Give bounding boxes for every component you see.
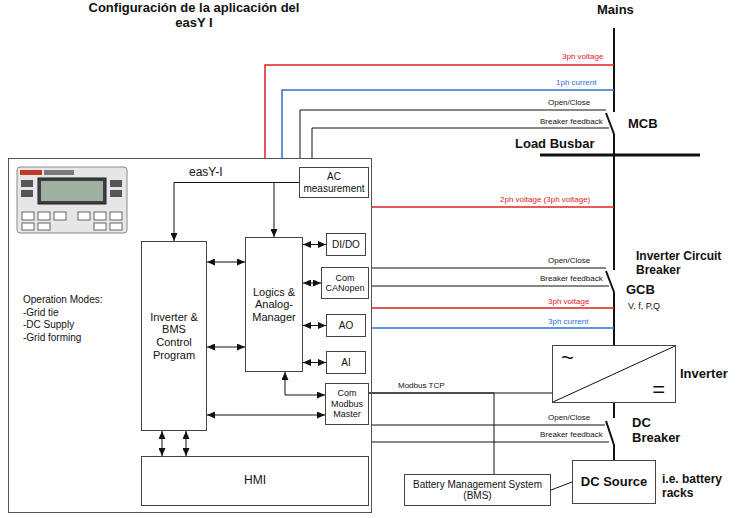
- bms-box: Battery Management System (BMS): [404, 474, 551, 506]
- inverter-diagonal: [553, 346, 675, 402]
- signal-label: Breaker feedback: [540, 430, 603, 439]
- feedback-wire: [372, 286, 609, 287]
- connector: [303, 244, 326, 245]
- signal-label: i.e. battery racks: [662, 473, 740, 501]
- connector: [303, 283, 321, 284]
- inverter-box: ~=Inverter: [552, 345, 676, 403]
- connector: [551, 482, 572, 490]
- signal-label: 3ph voltage: [562, 52, 603, 61]
- connector: [174, 183, 299, 242]
- device-illustration: [17, 167, 127, 233]
- voltage-wire: [372, 307, 614, 309]
- signal-label: MCB: [628, 117, 658, 132]
- signal-label: Mains: [597, 3, 634, 18]
- module-box: AI: [326, 351, 366, 374]
- box-text: AI: [341, 357, 350, 369]
- ac-symbol: ~: [561, 346, 574, 370]
- mode-text: -Grid tie: [23, 307, 103, 320]
- box-text: Com CANopen: [324, 273, 366, 294]
- inverter-name: Inverter: [680, 367, 728, 381]
- connector: [162, 431, 163, 456]
- signal-label: GCB: [626, 283, 655, 298]
- connector: [285, 372, 325, 395]
- dc-symbol: =: [652, 378, 665, 402]
- connector: [303, 325, 326, 326]
- mode-list: Operation Modes:-Grid tie-DC Supply-Grid…: [23, 294, 103, 344]
- module-box: DI/DO: [326, 233, 366, 256]
- voltage-wire: [372, 206, 614, 208]
- signal-label: 3ph voltage: [548, 297, 589, 306]
- box-text: AO: [339, 320, 353, 332]
- load-busbar: [540, 154, 700, 157]
- box-text: Logics & Analog-Manager: [248, 286, 300, 324]
- hmi-box: HMI: [141, 456, 369, 506]
- controller-housing: easY-I Operation Modes:-Grid tie-DC Suppl…: [8, 158, 372, 513]
- signal-label: Load Busbar: [515, 137, 594, 152]
- feedback-wire: [372, 442, 609, 443]
- box-text: DC Source: [581, 475, 647, 490]
- module-box: Com CANopen: [321, 267, 369, 299]
- connector-label: Modbus TCP: [397, 381, 446, 390]
- signal-label: 2ph voltage (3ph voltage): [500, 195, 590, 204]
- diagram-title: Configuración de la aplicación del easY …: [88, 1, 300, 31]
- feedback-wire: [312, 128, 609, 158]
- connector: [369, 393, 494, 474]
- signal-label: DC Breaker: [632, 416, 694, 446]
- device-name: easY-I: [189, 165, 223, 179]
- signal-label: Open/Close: [548, 256, 590, 265]
- signal-label: Breaker feedback: [540, 274, 603, 283]
- signal-label: Open/Close: [548, 413, 590, 422]
- current-wire: [372, 327, 614, 329]
- program-box: Inverter & BMS Control Program: [141, 241, 207, 431]
- control-wire: [372, 425, 605, 426]
- module-box: AO: [326, 314, 366, 337]
- box-text: Battery Management System (BMS): [407, 479, 548, 502]
- signal-label: Open/Close: [548, 98, 590, 107]
- module-box: Com Modbus Master: [325, 383, 369, 425]
- box-text: AC measurement: [302, 171, 366, 194]
- connector: [303, 362, 326, 363]
- signal-label: 1ph current: [556, 78, 596, 87]
- dc-source-box: DC Source: [572, 460, 656, 504]
- connector: [186, 431, 187, 456]
- mode-text: -Grid forming: [23, 332, 103, 345]
- voltage-wire: [265, 65, 614, 158]
- mode-text: Operation Modes:: [23, 294, 103, 307]
- box-text: Inverter & BMS Control Program: [144, 311, 204, 362]
- mains-line: [606, 28, 614, 345]
- signal-label: 3ph current: [548, 317, 588, 326]
- signal-label: Inverter Circuit Breaker: [636, 250, 740, 278]
- mode-text: -DC Supply: [23, 319, 103, 332]
- connector: [207, 347, 245, 348]
- signal-label: V, f, P,Q: [628, 301, 660, 311]
- connector: [207, 415, 325, 416]
- connector: [207, 262, 245, 263]
- current-wire: [282, 90, 614, 158]
- box-text: Com Modbus Master: [328, 388, 366, 419]
- control-wire: [372, 268, 606, 269]
- box-text: HMI: [244, 474, 266, 488]
- control-wire: [300, 110, 606, 158]
- connector: [274, 183, 299, 238]
- box-text: DI/DO: [332, 239, 360, 251]
- module-box: AC measurement: [299, 167, 369, 198]
- signal-label: Breaker feedback: [540, 117, 603, 126]
- connector: [606, 403, 614, 460]
- program-box: Logics & Analog-Manager: [245, 237, 303, 372]
